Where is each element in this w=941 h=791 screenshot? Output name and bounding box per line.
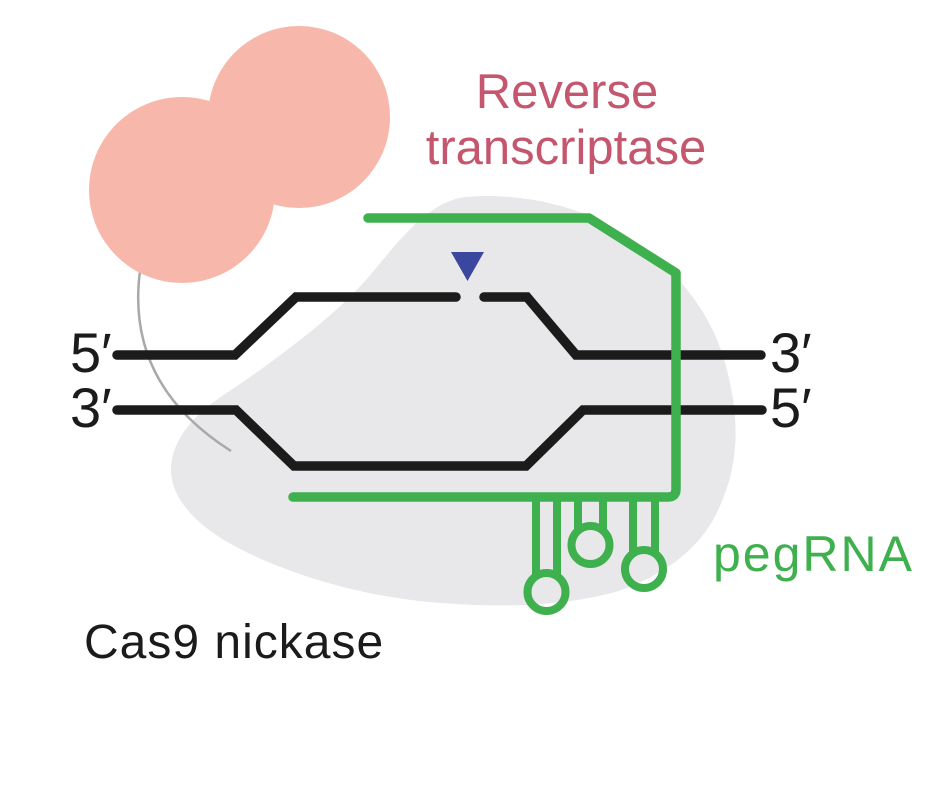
dna-top-strand — [112, 292, 766, 360]
dna-bottom-strand — [112, 405, 767, 471]
nick-site-triangle-down-icon — [451, 252, 484, 281]
tether-arc — [137, 263, 232, 453]
dna-end-label-top-right: 3′ — [770, 321, 812, 384]
cas9-nickase-label: Cas9 nickase — [84, 616, 384, 669]
hairpin-loop-3 — [621, 495, 667, 592]
dna-end-label-top-left: 5′ — [70, 321, 112, 384]
reverse-transcriptase-blob — [89, 26, 390, 283]
cas9-nickase-blob — [171, 195, 736, 606]
dna-end-label-bottom-left: 3′ — [70, 376, 112, 439]
reverse-transcriptase-label: Reverse transcriptase — [426, 65, 707, 175]
hairpin-loop-1 — [523, 495, 570, 615]
pegrna-hairpins — [523, 495, 667, 615]
pegrna-backbone — [288, 213, 681, 502]
reverse-transcriptase-label-line2: transcriptase — [426, 121, 707, 175]
hairpin-loop-2 — [567, 495, 614, 568]
dna-end-label-bottom-right: 5′ — [770, 376, 812, 439]
reverse-transcriptase-label-line1: Reverse — [476, 65, 658, 119]
pegrna-label: pegRNA — [713, 526, 914, 582]
